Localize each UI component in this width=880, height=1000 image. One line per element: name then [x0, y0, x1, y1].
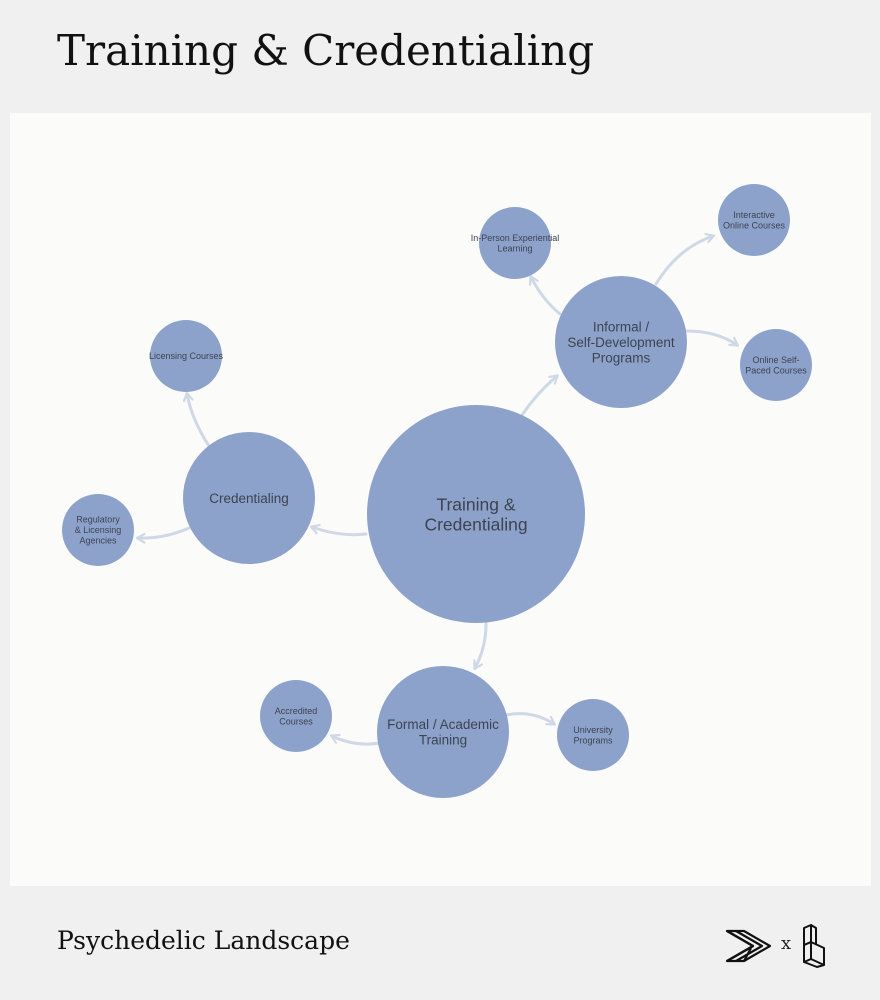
logo-separator: x [781, 933, 792, 954]
node-regulatory-label-line: Regulatory [76, 515, 120, 525]
node-licensing: Licensing Courses [149, 320, 224, 392]
node-center: Training &Credentialing [367, 405, 585, 623]
connector-informal-to-interactive [654, 232, 716, 286]
node-selfpaced: Online Self-Paced Courses [740, 329, 812, 401]
leaf-logo-icon [725, 929, 772, 963]
node-inperson-label-line: In-Person Experiential [471, 233, 560, 243]
node-interactive-label-line: Interactive [733, 210, 775, 220]
connector-informal-to-selfpaced [684, 329, 739, 347]
node-inperson-circle [479, 207, 551, 279]
node-informal-label-line: Informal / [593, 319, 650, 334]
connector-credentialing-to-regulatory [135, 526, 191, 544]
node-regulatory-label-line: & Licensing [75, 525, 122, 535]
node-formal-circle [377, 666, 509, 798]
block-logo-icon [803, 924, 825, 968]
node-accredited-label-line: Courses [279, 716, 313, 726]
node-accredited-label-line: Accredited [275, 706, 318, 716]
connector-formal-to-university [504, 712, 556, 726]
node-licensing-label-line: Licensing Courses [149, 351, 224, 361]
connector-informal-to-inperson [528, 274, 562, 316]
node-selfpaced-label-line: Paced Courses [745, 365, 807, 375]
node-credentialing-label-line: Credentialing [209, 491, 289, 506]
connector-formal-to-accredited [329, 733, 382, 746]
node-selfpaced-label-line: Online Self- [752, 355, 799, 365]
node-formal-label-line: Training [419, 733, 467, 748]
node-interactive-label-line: Online Courses [723, 220, 786, 230]
node-credentialing: Credentialing [183, 432, 315, 564]
footer-brand: Psychedelic Landscape [57, 926, 350, 955]
node-selfpaced-circle [740, 329, 812, 401]
connector-center-to-credentialing [309, 524, 368, 537]
node-informal-label-line: Self-Development [567, 335, 675, 350]
node-university-label-line: Programs [573, 735, 613, 745]
connector-credentialing-to-licensing [182, 391, 211, 448]
node-credentialing-circle [183, 432, 315, 564]
node-informal-circle [555, 276, 687, 408]
node-licensing-circle [150, 320, 222, 392]
node-interactive-circle [718, 184, 790, 256]
node-informal-label-line: Programs [592, 350, 651, 365]
node-regulatory-circle [62, 494, 134, 566]
node-center-label-line: Training & [436, 494, 515, 514]
page-title: Training & Credentialing [57, 26, 595, 75]
node-regulatory-label-line: Agencies [79, 536, 117, 546]
node-center-circle [367, 405, 585, 623]
connector-center-to-informal [520, 374, 559, 417]
node-inperson-label-line: Learning [497, 243, 532, 253]
partner-logos: x [724, 922, 834, 970]
connector-center-to-formal [473, 622, 488, 671]
node-center-label-line: Credentialing [424, 514, 527, 534]
node-university-circle [557, 699, 629, 771]
node-university-label-line: University [573, 725, 613, 735]
node-accredited-circle [260, 680, 332, 752]
node-formal-label-line: Formal / Academic [387, 717, 499, 732]
